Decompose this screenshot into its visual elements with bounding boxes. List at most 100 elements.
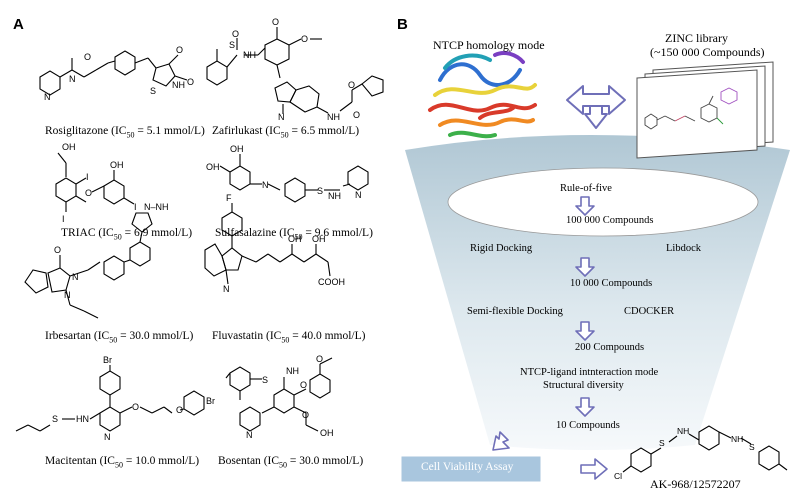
svg-text:O: O	[84, 52, 91, 62]
svg-text:NH: NH	[286, 366, 299, 376]
svg-text:S: S	[52, 414, 58, 424]
svg-text:O: O	[232, 29, 239, 39]
assay-to-compound-arrow	[580, 458, 608, 480]
svg-text:NH: NH	[731, 434, 743, 444]
svg-text:N: N	[223, 284, 230, 294]
interaction-mode-label: NTCP-ligand intnteraction mode	[520, 367, 659, 378]
svg-text:O: O	[85, 188, 92, 198]
structural-diversity-label: Structural diversity	[543, 380, 624, 391]
funnel-step-arrows	[575, 196, 595, 417]
zafirlukast-structure	[206, 27, 384, 114]
svg-text:OH: OH	[230, 144, 244, 154]
svg-text:S: S	[317, 186, 323, 196]
svg-text:NH: NH	[243, 50, 256, 60]
svg-text:OH: OH	[110, 160, 124, 170]
irbesartan-structure	[24, 212, 153, 319]
caption-fluvastatin: Fluvastatin (IC50 = 40.0 mmol/L)	[212, 330, 366, 345]
svg-text:I: I	[134, 202, 137, 212]
svg-text:N: N	[64, 290, 71, 300]
count-10-label: 10 Compounds	[556, 420, 620, 431]
cell-viability-box	[400, 455, 542, 483]
svg-text:NH: NH	[172, 80, 185, 90]
svg-text:S: S	[659, 438, 665, 448]
fluvastatin-structure	[204, 203, 331, 285]
caption-sulfasalazine: Sulfasalazine (IC50 = 9.6 mmol/L)	[215, 227, 373, 242]
count-200-label: 200 Compounds	[575, 342, 645, 353]
protein-library-arrow	[566, 85, 626, 129]
svg-text:OH: OH	[320, 428, 334, 438]
count-10k-label: 10 000 Compounds	[570, 278, 653, 289]
count-100k-label: 100 000 Compounds	[566, 215, 654, 226]
caption-triac: TRIAC (IC50 = 6.9 mmol/L)	[61, 227, 193, 242]
libdock-label: Libdock	[666, 243, 701, 254]
svg-text:Cl: Cl	[614, 471, 622, 481]
cell-viability-label: Cell Viability Assay	[421, 461, 514, 473]
svg-text:OH: OH	[206, 162, 220, 172]
svg-text:NH: NH	[327, 112, 340, 122]
svg-text:N–NH: N–NH	[144, 202, 169, 212]
svg-text:O: O	[300, 380, 307, 390]
panel-a-structures: N N O S O NH O S O NH O O N NH O O OH I …	[15, 17, 384, 442]
cdocker-label: CDOCKER	[624, 306, 675, 317]
svg-text:OH: OH	[288, 234, 302, 244]
panel-a-atom-labels: N N O S O NH O S O NH O O N NH O O OH I …	[44, 17, 362, 442]
svg-text:Br: Br	[103, 355, 112, 365]
svg-text:O: O	[187, 77, 194, 87]
rigid-docking-label: Rigid Docking	[470, 243, 533, 254]
svg-text:O: O	[176, 45, 183, 55]
svg-text:N: N	[246, 430, 253, 440]
final-compound-structure	[622, 425, 788, 473]
ntcp-model-label: NTCP homology mode	[433, 38, 545, 52]
svg-text:N: N	[262, 180, 269, 190]
rosiglitazone-structure	[39, 50, 188, 96]
svg-text:NH: NH	[328, 191, 341, 201]
svg-text:I: I	[86, 172, 89, 182]
ntcp-protein-icon	[428, 51, 537, 139]
svg-text:N: N	[355, 190, 362, 200]
svg-text:O: O	[353, 110, 360, 120]
svg-text:N: N	[278, 112, 285, 122]
funnel-top-ellipse	[447, 167, 759, 237]
caption-irbesartan: Irbesartan (IC50 = 30.0 mmol/L)	[45, 330, 194, 345]
svg-text:O: O	[316, 354, 323, 364]
svg-text:O: O	[302, 410, 309, 420]
svg-text:S: S	[229, 40, 235, 50]
final-compound-atoms: Cl S NH NH S	[614, 426, 755, 481]
svg-text:OH: OH	[62, 142, 76, 152]
svg-text:HN: HN	[76, 414, 89, 424]
panel-b-letter: B	[397, 16, 408, 33]
svg-text:I: I	[62, 214, 65, 224]
zinc-library-count: (~150 000 Compounds)	[650, 45, 765, 59]
svg-text:O: O	[176, 405, 183, 415]
svg-text:O: O	[54, 245, 61, 255]
caption-bosentan: Bosentan (IC50 = 30.0 mmol/L)	[218, 455, 364, 470]
caption-macitentan: Macitentan (IC50 = 10.0 mmol/L)	[45, 455, 200, 470]
svg-text:S: S	[150, 86, 156, 96]
semi-flexible-label: Semi-flexible Docking	[467, 306, 563, 317]
svg-text:N: N	[69, 74, 76, 84]
panel-a-letter: A	[13, 16, 24, 33]
svg-text:NH: NH	[677, 426, 689, 436]
svg-text:COOH: COOH	[318, 277, 345, 287]
svg-text:N: N	[72, 272, 79, 282]
svg-text:S: S	[749, 442, 755, 452]
panel-b-graphics: Cl S NH NH S	[400, 51, 790, 483]
svg-text:O: O	[301, 34, 308, 44]
sulfasalazine-structure	[219, 154, 369, 203]
zinc-library-pages	[636, 61, 774, 159]
svg-text:OH: OH	[312, 234, 326, 244]
svg-text:S: S	[262, 375, 268, 385]
macitentan-structure	[15, 365, 205, 432]
funnel-to-assay-arrow	[492, 431, 510, 451]
caption-rosiglitazone: Rosiglitazone (IC50 = 5.1 mmol/L)	[45, 125, 205, 140]
svg-text:N: N	[44, 92, 51, 102]
zinc-library-title: ZINC library	[665, 31, 728, 45]
svg-text:F: F	[226, 193, 232, 203]
svg-text:O: O	[272, 17, 279, 27]
svg-text:N: N	[104, 432, 111, 442]
svg-text:O: O	[132, 402, 139, 412]
caption-zafirlukast: Zafirlukast (IC50 = 6.5 mmol/L)	[212, 125, 360, 140]
svg-text:O: O	[348, 80, 355, 90]
svg-text:Br: Br	[206, 396, 215, 406]
bosentan-structure	[225, 357, 333, 432]
